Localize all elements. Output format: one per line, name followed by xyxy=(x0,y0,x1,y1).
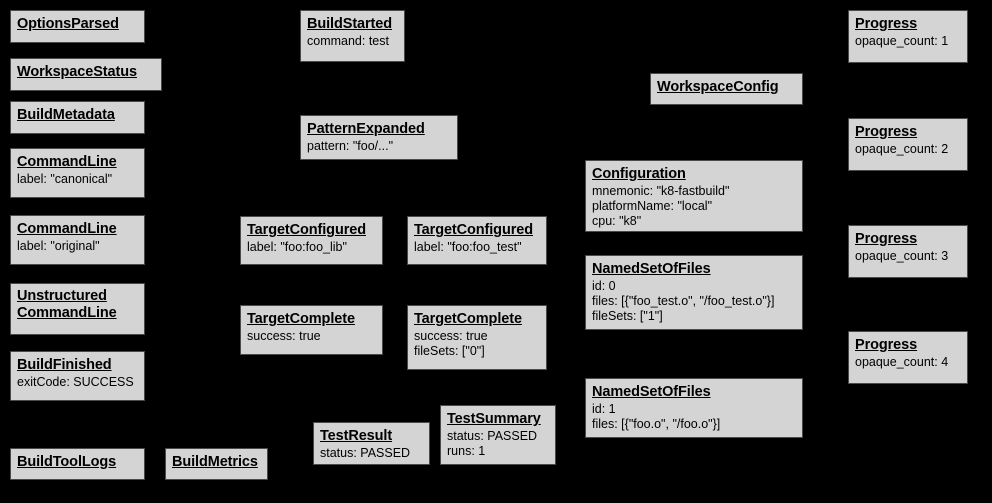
node-named-set-of-files-1[interactable]: NamedSetOfFiles id: 1 files: [{"foo.o", "… xyxy=(585,378,803,438)
node-fields: id: 0 files: [{"foo_test.o", "/foo_test.… xyxy=(592,279,775,323)
node-fields: label: "foo:foo_lib" xyxy=(247,240,347,254)
node-configuration[interactable]: Configuration mnemonic: "k8-fastbuild" pl… xyxy=(585,160,803,232)
node-unstructured-command-line[interactable]: Unstructured CommandLine xyxy=(10,283,145,335)
node-title: PatternExpanded xyxy=(307,121,425,137)
node-title: Progress xyxy=(855,16,918,32)
node-build-metadata[interactable]: BuildMetadata xyxy=(10,101,145,134)
node-title: NamedSetOfFiles xyxy=(592,384,711,400)
node-fields: success: true fileSets: ["0"] xyxy=(414,329,488,358)
node-progress-1[interactable]: Progress opaque_count: 1 xyxy=(848,10,968,63)
node-title: NamedSetOfFiles xyxy=(592,261,711,277)
node-progress-3[interactable]: Progress opaque_count: 3 xyxy=(848,225,968,278)
node-progress-2[interactable]: Progress opaque_count: 2 xyxy=(848,118,968,171)
node-progress-4[interactable]: Progress opaque_count: 4 xyxy=(848,331,968,384)
node-title: WorkspaceConfig xyxy=(657,79,779,95)
node-named-set-of-files-0[interactable]: NamedSetOfFiles id: 0 files: [{"foo_test.… xyxy=(585,255,803,330)
node-pattern-expanded[interactable]: PatternExpanded pattern: "foo/..." xyxy=(300,115,458,160)
node-title: OptionsParsed xyxy=(17,16,119,32)
node-title: TestResult xyxy=(320,428,393,444)
node-build-finished[interactable]: BuildFinished exitCode: SUCCESS xyxy=(10,351,145,401)
node-title: WorkspaceStatus xyxy=(17,64,137,80)
node-options-parsed[interactable]: OptionsParsed xyxy=(10,10,145,43)
node-fields: mnemonic: "k8-fastbuild" platformName: "… xyxy=(592,184,730,228)
node-title: Configuration xyxy=(592,166,686,182)
node-fields: label: "original" xyxy=(17,239,100,253)
node-workspace-config[interactable]: WorkspaceConfig xyxy=(650,73,803,105)
node-test-result[interactable]: TestResult status: PASSED xyxy=(313,422,430,465)
node-target-configured-test[interactable]: TargetConfigured label: "foo:foo_test" xyxy=(407,216,547,265)
node-fields: opaque_count: 2 xyxy=(855,142,949,156)
node-title: CommandLine xyxy=(17,154,117,170)
node-fields: pattern: "foo/..." xyxy=(307,139,394,153)
node-fields: opaque_count: 4 xyxy=(855,355,949,369)
node-fields: id: 1 files: [{"foo.o", "/foo.o"}] xyxy=(592,402,721,431)
node-title: Progress xyxy=(855,124,918,140)
node-fields: opaque_count: 1 xyxy=(855,34,949,48)
node-title: BuildStarted xyxy=(307,16,393,32)
node-title: TestSummary xyxy=(447,411,541,427)
node-workspace-status[interactable]: WorkspaceStatus xyxy=(10,58,162,91)
node-title: Progress xyxy=(855,337,918,353)
node-title: CommandLine xyxy=(17,221,117,237)
node-title: TargetComplete xyxy=(414,311,522,327)
node-title: BuildFinished xyxy=(17,357,112,373)
node-fields: label: "foo:foo_test" xyxy=(414,240,522,254)
node-title: BuildMetadata xyxy=(17,107,115,123)
node-target-complete-lib[interactable]: TargetComplete success: true xyxy=(240,305,383,355)
node-target-configured-lib[interactable]: TargetConfigured label: "foo:foo_lib" xyxy=(240,216,383,265)
node-title: TargetComplete xyxy=(247,311,355,327)
node-build-started[interactable]: BuildStarted command: test xyxy=(300,10,405,62)
node-build-metrics[interactable]: BuildMetrics xyxy=(165,448,268,480)
node-command-line-canonical[interactable]: CommandLine label: "canonical" xyxy=(10,148,145,198)
node-fields: status: PASSED xyxy=(320,446,411,460)
node-fields: status: PASSED runs: 1 xyxy=(447,429,538,458)
node-fields: opaque_count: 3 xyxy=(855,249,949,263)
node-fields: success: true xyxy=(247,329,321,343)
node-fields: label: "canonical" xyxy=(17,172,113,186)
node-build-tool-logs[interactable]: BuildToolLogs xyxy=(10,448,145,480)
node-command-line-original[interactable]: CommandLine label: "original" xyxy=(10,215,145,265)
node-title: BuildMetrics xyxy=(172,454,258,470)
node-target-complete-test[interactable]: TargetComplete success: true fileSets: ["… xyxy=(407,305,547,370)
node-title: Unstructured CommandLine xyxy=(17,288,117,321)
node-title: BuildToolLogs xyxy=(17,454,117,470)
node-title: TargetConfigured xyxy=(414,222,533,238)
node-fields: command: test xyxy=(307,34,389,48)
node-title: TargetConfigured xyxy=(247,222,366,238)
node-test-summary[interactable]: TestSummary status: PASSED runs: 1 xyxy=(440,405,556,465)
node-fields: exitCode: SUCCESS xyxy=(17,375,134,389)
node-title: Progress xyxy=(855,231,918,247)
